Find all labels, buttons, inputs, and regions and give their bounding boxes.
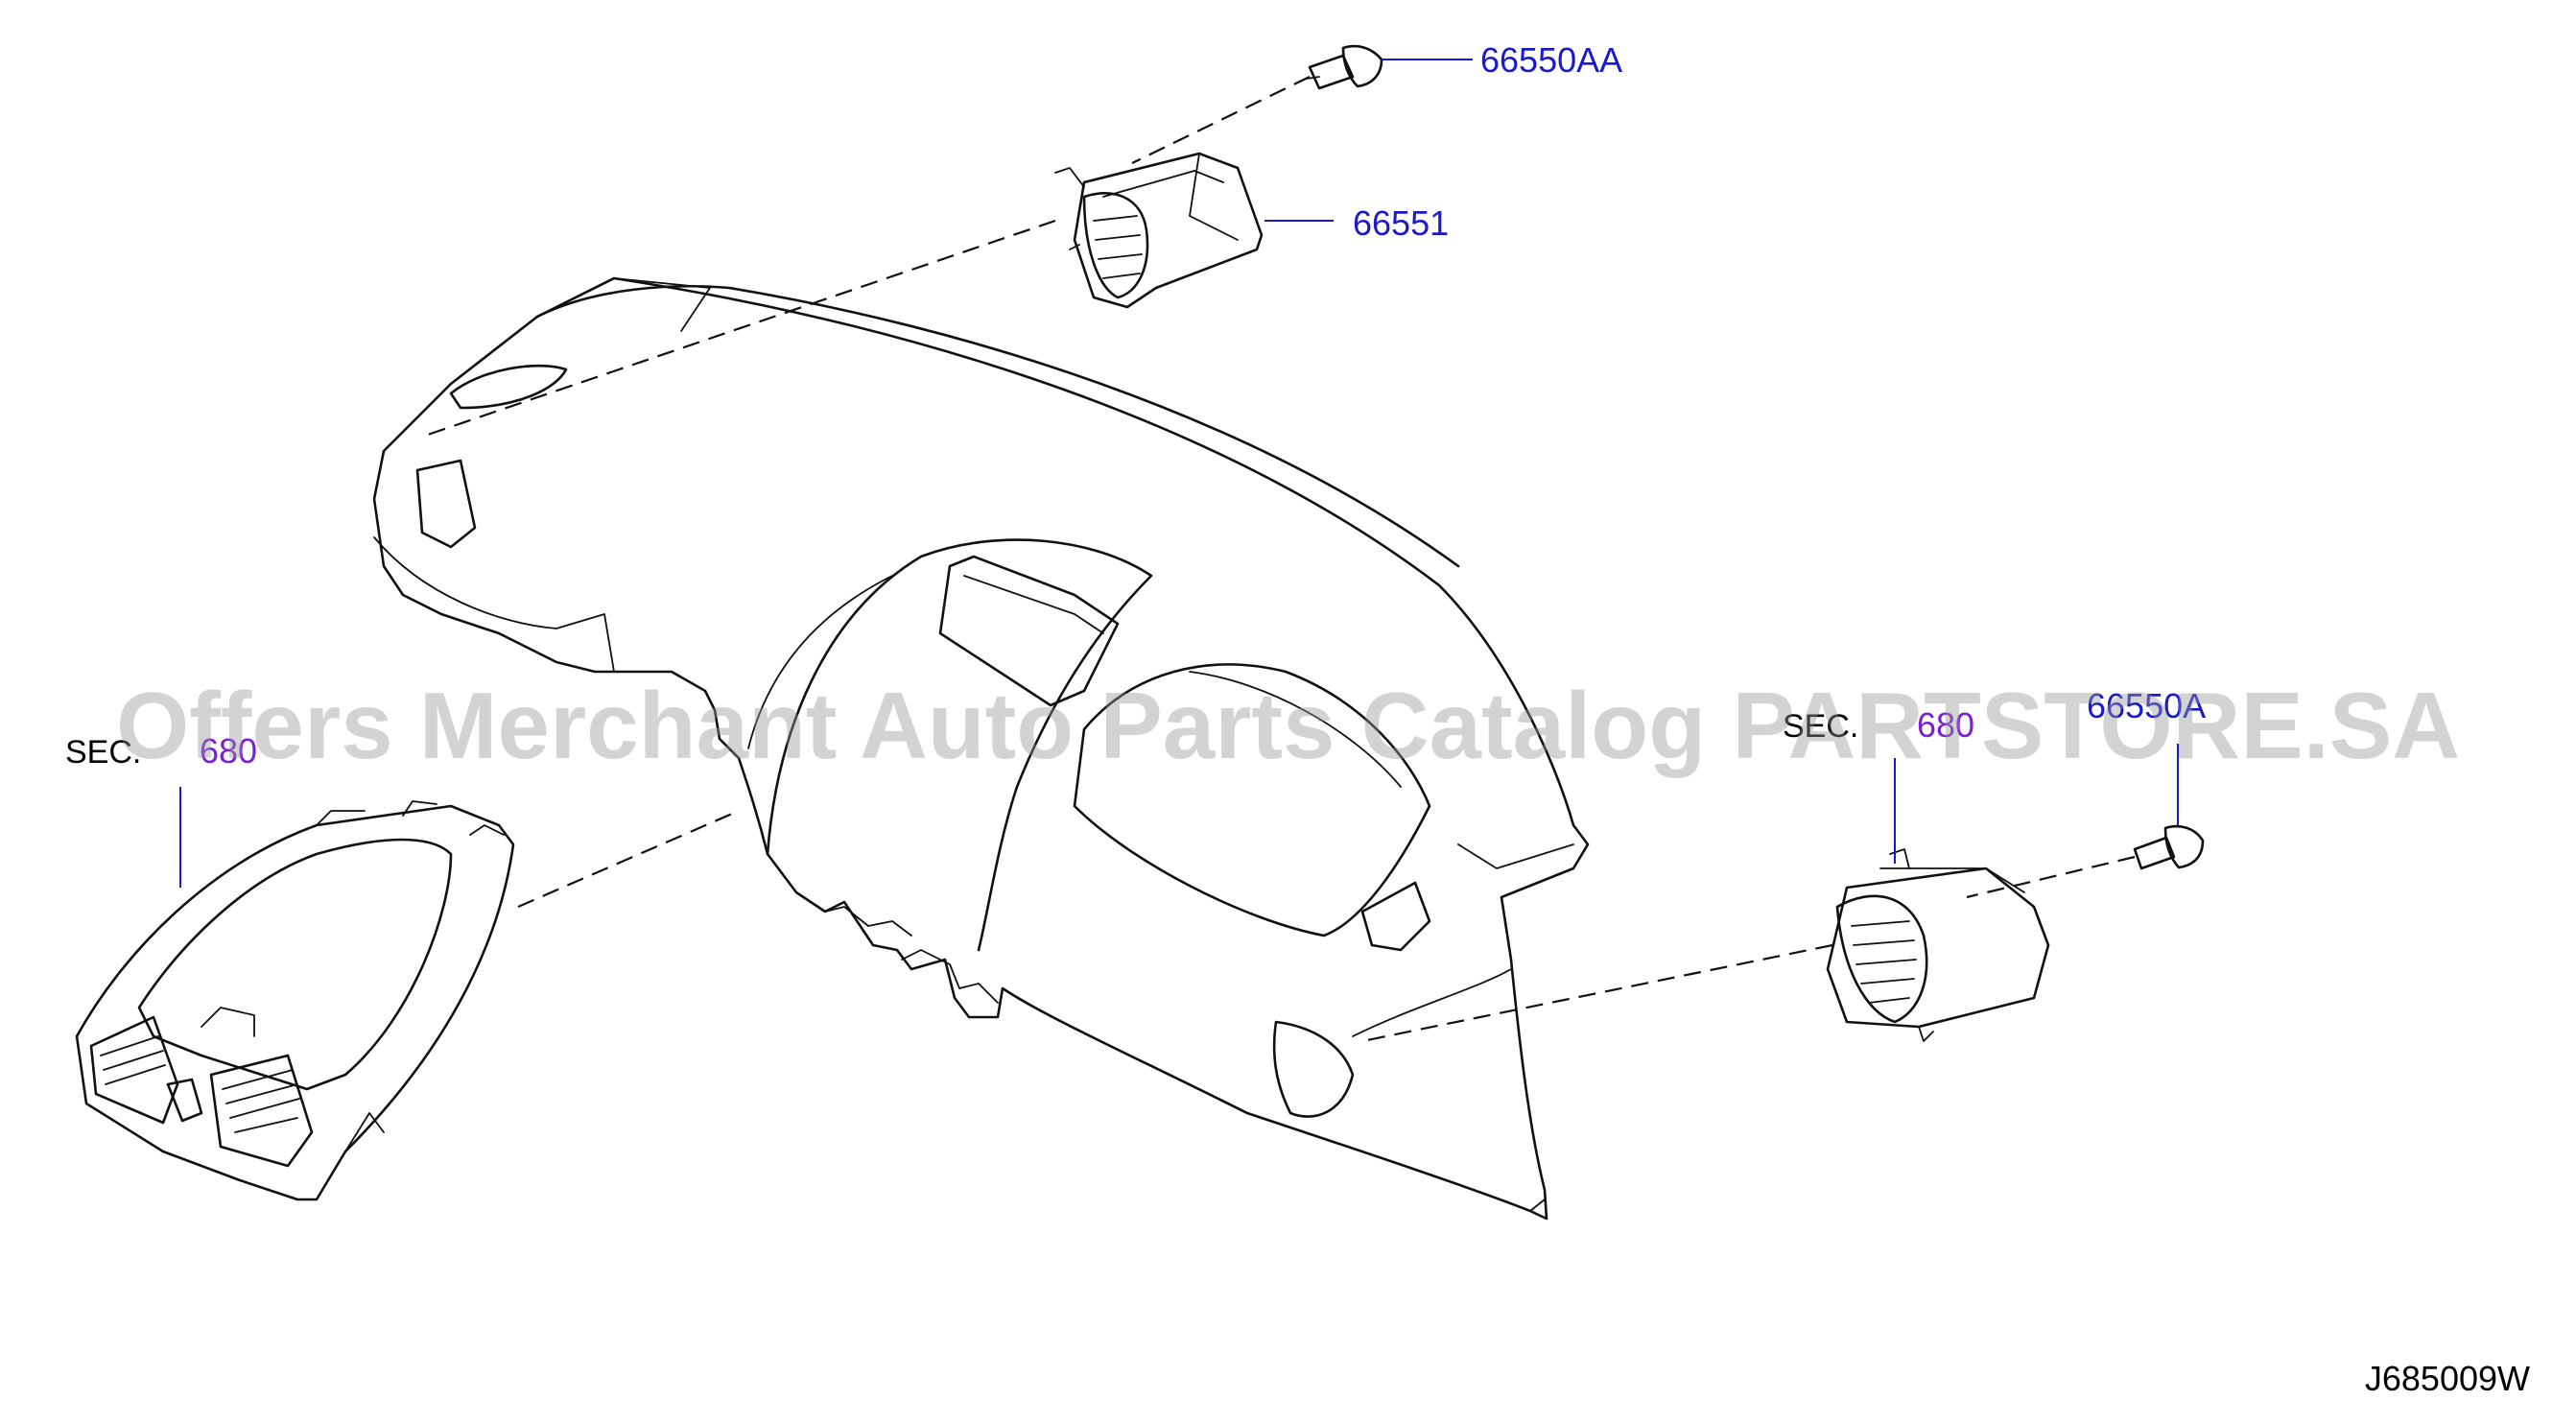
part-number-66550AA[interactable]: 66550AA — [1480, 40, 1622, 80]
part-number-66551[interactable]: 66551 — [1353, 203, 1449, 243]
section-ref-left-prefix: SEC. — [65, 734, 141, 771]
section-ref-right-number[interactable]: 680 — [1917, 705, 1974, 745]
diagram-code: J685009W — [2364, 1359, 2530, 1398]
instrument-panel — [372, 276, 1590, 1221]
center-cluster-finisher — [75, 800, 515, 1201]
section-ref-right-prefix: SEC. — [1783, 708, 1858, 745]
callout-leaders — [179, 59, 2179, 888]
bolt-top — [1306, 44, 1383, 90]
bolt-right — [2133, 824, 2205, 870]
assembly-lines — [421, 76, 2136, 1043]
section-ref-left-number[interactable]: 680 — [200, 731, 257, 771]
labels: 66550AA 66551 66550A SEC. 680 SEC. 680 — [65, 40, 2206, 771]
side-vent-top — [1054, 152, 1264, 309]
side-vent-right — [1826, 848, 2050, 1042]
part-number-66550A[interactable]: 66550A — [2087, 686, 2206, 725]
